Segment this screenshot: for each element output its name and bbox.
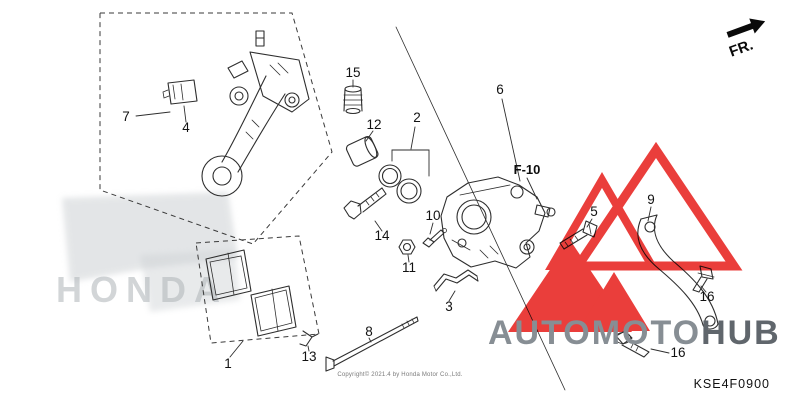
callout-5[interactable]: 5 xyxy=(590,204,598,219)
callout-13[interactable]: 13 xyxy=(301,349,316,364)
part-12-piston-art xyxy=(345,135,379,167)
fr-direction-indicator: FR. xyxy=(726,18,766,61)
callout-1[interactable]: 1 xyxy=(224,356,232,371)
part-3-pad-spring-art xyxy=(433,269,479,292)
part-callouts: 1 2 3 4 5 6 7 8 9 10 11 12 13 14 15 16 1… xyxy=(122,65,714,371)
callout-15[interactable]: 15 xyxy=(345,65,360,80)
dashed-group-boxes xyxy=(99,12,333,344)
bracket-subassembly-box xyxy=(99,12,333,245)
copyright-line: Copyright© 2021.4 by Honda Motor Co.,Ltd… xyxy=(337,371,462,378)
part-16-lower-bolt-art xyxy=(615,330,650,358)
part-8-pad-pin-art xyxy=(325,316,419,372)
callout-12[interactable]: 12 xyxy=(366,117,381,132)
callout-16-lower[interactable]: 16 xyxy=(670,345,685,360)
part-13-clip-art xyxy=(299,330,319,347)
part-6-caliper-art xyxy=(440,176,556,269)
triangle-outline-small xyxy=(545,172,659,270)
callout-11[interactable]: 11 xyxy=(402,260,416,275)
callout-7[interactable]: 7 xyxy=(122,109,130,124)
triangle-outline-large xyxy=(569,141,743,271)
ref-label-f10[interactable]: F-10 xyxy=(514,162,541,177)
diagram-code: KSE4F0900 xyxy=(694,377,770,391)
callout-14[interactable]: 14 xyxy=(374,228,390,243)
part-2-seals-art xyxy=(378,149,430,204)
fr-arrow-icon xyxy=(726,18,766,38)
part-1-brake-pads-art xyxy=(205,249,297,337)
automotohub-watermark-text: AUTOMOTOHUB xyxy=(488,314,781,352)
leader-lines xyxy=(135,79,707,358)
callout-9[interactable]: 9 xyxy=(647,192,655,207)
part-15-boot-art xyxy=(343,85,363,115)
automotohub-logo-triangles xyxy=(508,141,743,332)
fr-label: FR. xyxy=(727,36,756,60)
callout-4[interactable]: 4 xyxy=(182,120,190,135)
part-4-retainer-art xyxy=(162,79,198,105)
honda-watermark: HONDA xyxy=(56,192,240,312)
brand-suffix-text: HUB xyxy=(701,314,781,352)
callout-16-upper[interactable]: 16 xyxy=(699,289,714,304)
brake-pads-box xyxy=(195,235,320,344)
honda-watermark-text: HONDA xyxy=(56,269,228,310)
part-11-nut-art xyxy=(398,239,416,255)
callout-8[interactable]: 8 xyxy=(365,324,373,339)
triangle-solid-small xyxy=(578,272,650,331)
part-7-bracket-arm-art xyxy=(201,30,310,197)
callout-10[interactable]: 10 xyxy=(425,208,440,223)
callout-2[interactable]: 2 xyxy=(413,110,421,125)
callout-6[interactable]: 6 xyxy=(496,82,504,97)
part-14-bolt-art xyxy=(343,187,387,220)
watermark-blob-2 xyxy=(140,250,240,312)
callout-3[interactable]: 3 xyxy=(445,299,453,314)
brand-main-text: AUTOMOTO xyxy=(488,314,701,352)
